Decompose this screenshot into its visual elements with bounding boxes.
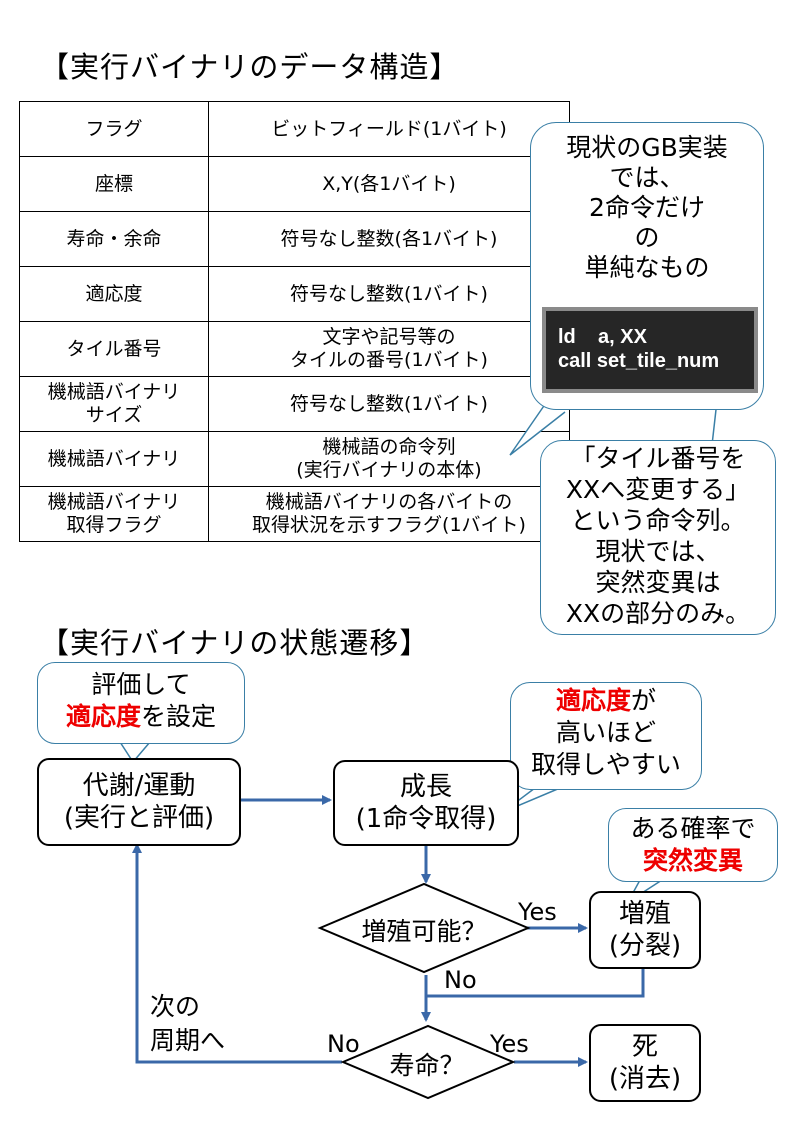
gb-callout-tail (509, 399, 566, 456)
mutation-emphasis: 突然変異 (642, 846, 743, 875)
can-breed-label: 増殖可能？ (361, 917, 487, 946)
table-row: 寿命・余命符号なし整数(各1バイト) (19, 211, 570, 267)
field-description-cell: 文字や記号等の タイルの番号(1バイト) (208, 321, 570, 377)
fitness-emphasis-2: 適応度 (555, 686, 631, 715)
metabolism-box: 代謝/運動 (実行と評価) (37, 758, 241, 846)
yes-label-breed: Yes (518, 898, 557, 926)
lifespan-diamond (340, 1024, 516, 1100)
can-breed-diamond (317, 882, 531, 974)
probability-line1: ある確率で (630, 814, 756, 843)
table-row: 機械語バイナリ機械語の命令列 (実行バイナリの本体) (19, 431, 570, 487)
field-description-cell: 符号なし整数(1バイト) (208, 376, 570, 432)
evaluate-callout: 評価して 適応度を設定 (37, 662, 245, 744)
line-breed-to-merge (426, 966, 645, 998)
table-row: 機械語バイナリ サイズ符号なし整数(1バイト) (19, 376, 570, 432)
field-description-cell: X,Y(各1バイト) (208, 156, 570, 212)
field-name-cell: 適応度 (19, 266, 209, 322)
mutation-probability-callout: ある確率で 突然変異 (608, 808, 778, 882)
fitness-callout: 適応度が 高いほど 取得しやすい (510, 682, 702, 790)
next-cycle-label: 次の 周期へ (150, 992, 226, 1055)
field-description-cell: 符号なし整数(各1バイト) (208, 211, 570, 267)
fitness-line3: 取得しやすい (531, 750, 681, 779)
structure-title: 【実行バイナリのデータ構造】 (40, 50, 460, 84)
code-snippet: ld a, XX call set_tile_num (542, 307, 758, 393)
field-name-cell: 機械語バイナリ 取得フラグ (19, 486, 209, 542)
transition-title: 【実行バイナリの状態遷移】 (40, 626, 430, 660)
field-name-cell: 機械語バイナリ サイズ (19, 376, 209, 432)
yes-label-lifespan: Yes (490, 1030, 529, 1058)
field-description-cell: 符号なし整数(1バイト) (208, 266, 570, 322)
code-line-call: call set_tile_num (558, 350, 720, 372)
fitness-line1-rest: が (631, 686, 657, 715)
field-description-cell: 機械語の命令列 (実行バイナリの本体) (208, 431, 570, 487)
no-label-breed: No (444, 966, 477, 994)
code-line-ld: ld a, XX (558, 326, 647, 348)
table-row: 機械語バイナリ 取得フラグ機械語バイナリの各バイトの 取得状況を示すフラグ(1バ… (19, 486, 570, 542)
arrow-lifespan-to-metabolism (132, 843, 342, 1064)
no-label-lifespan: No (327, 1030, 360, 1058)
growth-box: 成長 (1命令取得) (333, 760, 519, 846)
death-box: 死 (消去) (589, 1024, 701, 1102)
field-name-cell: 寿命・余命 (19, 211, 209, 267)
fitness-line2: 高いほど (555, 718, 656, 747)
field-name-cell: タイル番号 (19, 321, 209, 377)
evaluate-line2-rest: を設定 (141, 702, 217, 731)
fitness-emphasis: 適応度 (65, 702, 141, 731)
field-name-cell: 座標 (19, 156, 209, 212)
mutation-note-callout: 「タイル番号を XXへ変更する」 という命令列。 現状では、 突然変異は XXの… (540, 440, 776, 635)
table-row: 適応度符号なし整数(1バイト) (19, 266, 570, 322)
field-name-cell: 機械語バイナリ (19, 431, 209, 487)
table-row: タイル番号文字や記号等の タイルの番号(1バイト) (19, 321, 570, 377)
breed-box: 増殖 (分裂) (589, 891, 701, 969)
field-name-cell: フラグ (19, 101, 209, 157)
lifespan-label: 寿命？ (389, 1051, 465, 1080)
evaluate-line1: 評価して (91, 670, 191, 699)
